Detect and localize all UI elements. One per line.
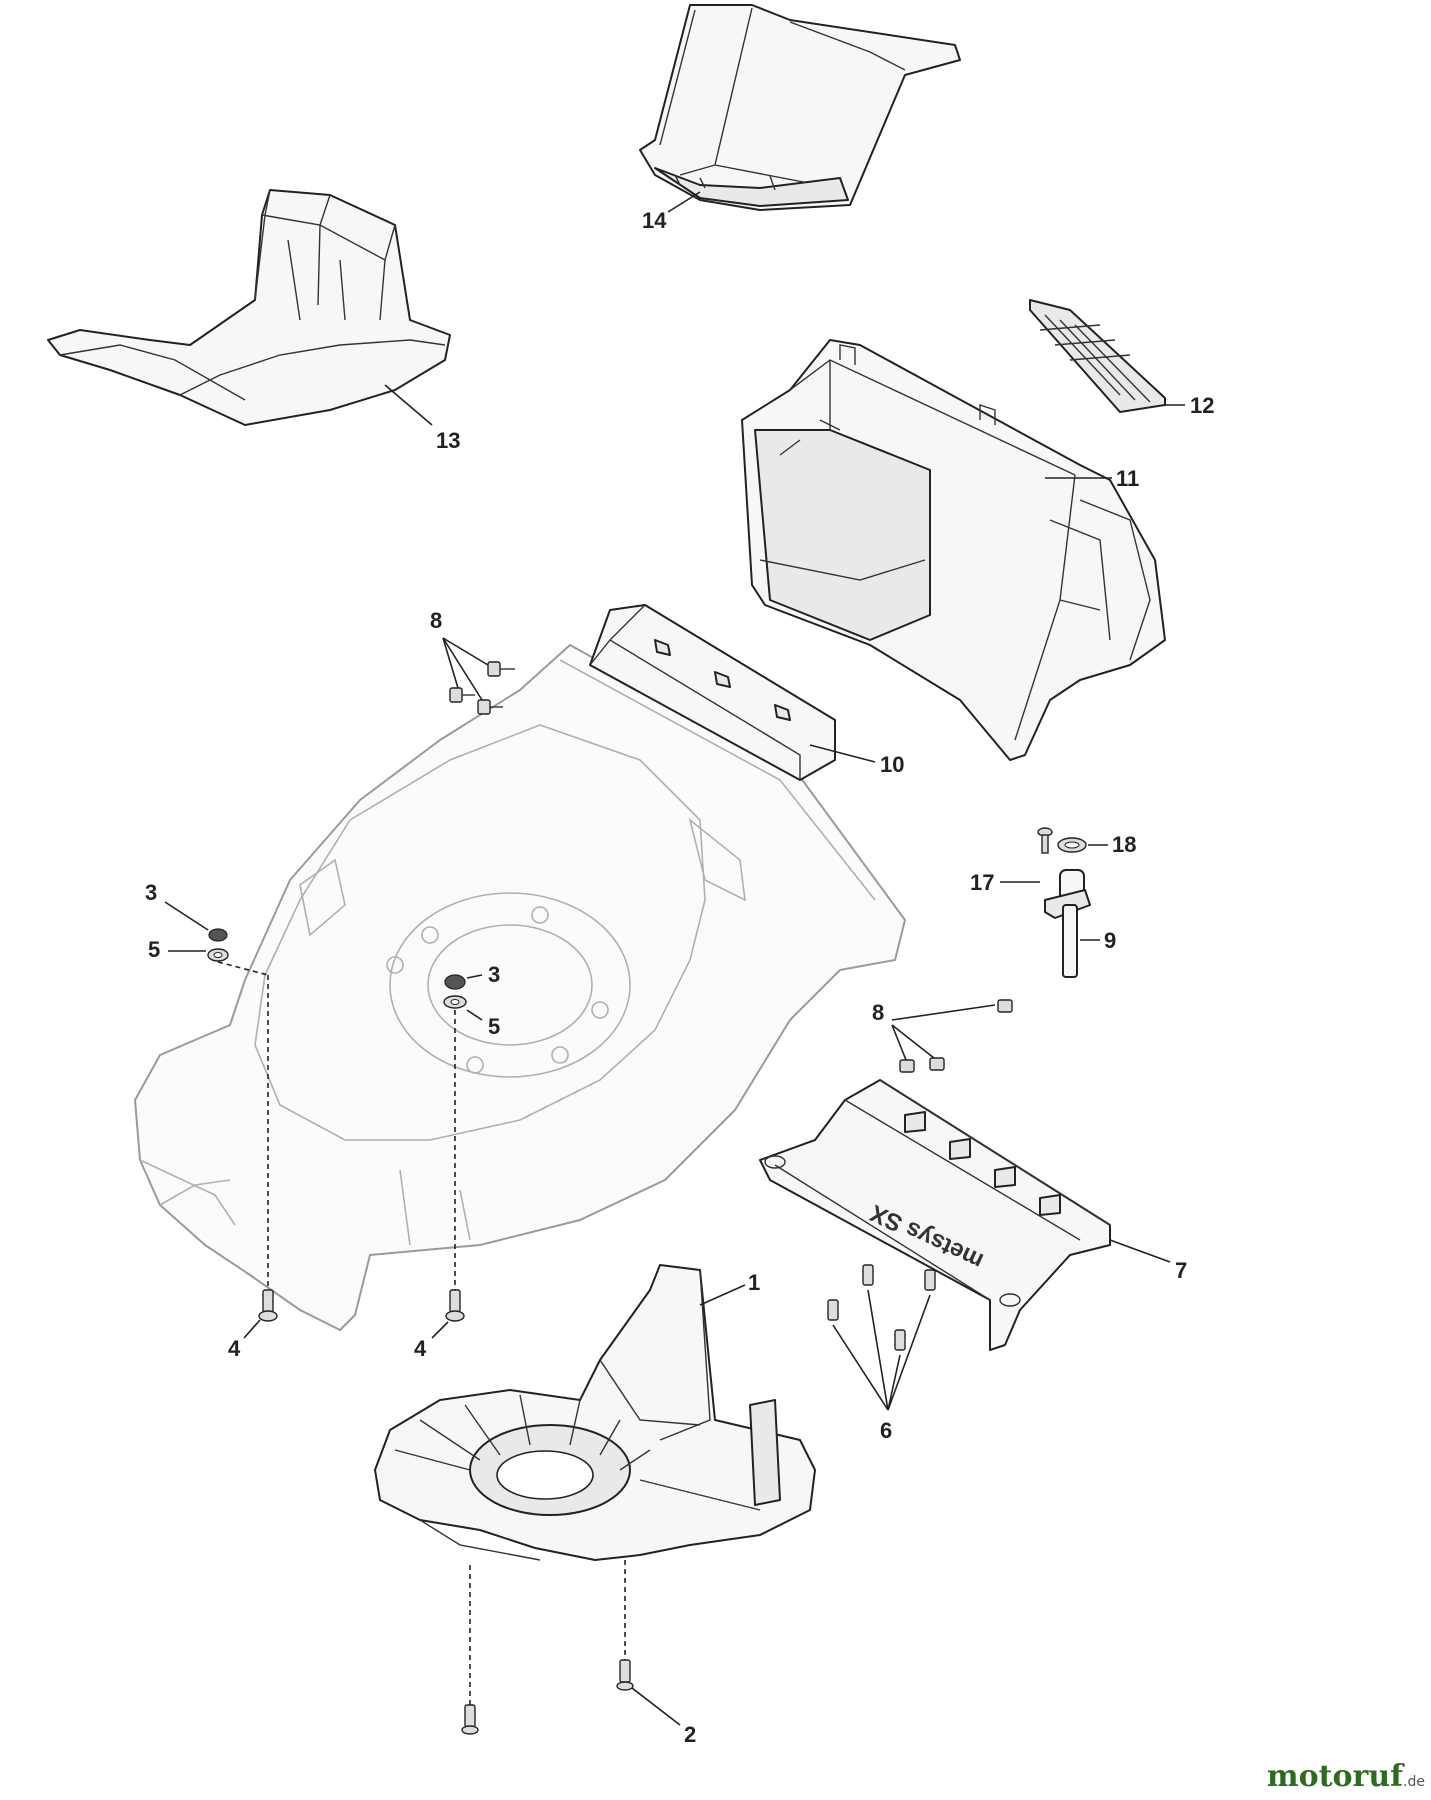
callout-13: 13 — [384, 384, 460, 453]
svg-text:11: 11 — [1116, 466, 1139, 491]
svg-text:2: 2 — [684, 1722, 696, 1747]
svg-text:3: 3 — [488, 962, 500, 987]
part-11-catcher-frame — [741, 339, 1166, 761]
part-7-underbody-plate: metsys SX — [759, 1079, 1111, 1351]
callout-8-top: 8 — [430, 608, 489, 701]
mower-housing — [134, 644, 906, 1331]
callout-8-right: 8 — [872, 1000, 996, 1061]
svg-text:18: 18 — [1112, 832, 1136, 857]
svg-text:4: 4 — [414, 1336, 427, 1361]
callout-1: 1 — [699, 1270, 760, 1306]
callout-5-left: 5 — [148, 937, 206, 962]
housing-bolt-holes — [386, 906, 609, 1074]
callout-10: 10 — [809, 744, 904, 777]
part-17-screw — [1037, 827, 1053, 854]
part-3-nut-center — [444, 974, 466, 990]
svg-text:3: 3 — [145, 880, 157, 905]
svg-text:12: 12 — [1190, 393, 1214, 418]
svg-text:7: 7 — [1175, 1258, 1187, 1283]
svg-text:17: 17 — [970, 870, 994, 895]
svg-text:8: 8 — [430, 608, 442, 633]
part-12-grille — [1029, 299, 1166, 413]
svg-text:14: 14 — [642, 208, 667, 233]
callout-7: 7 — [1109, 1239, 1187, 1283]
callout-2: 2 — [631, 1687, 696, 1747]
part-18-washer — [1057, 837, 1087, 853]
part-2-screws — [461, 1659, 634, 1735]
callout-9: 9 — [1080, 928, 1116, 953]
part-13-rear-guard — [47, 189, 451, 426]
part-9-pin — [1044, 869, 1091, 978]
part-10-cover-strip — [589, 604, 836, 781]
callout-4-center: 4 — [414, 1321, 449, 1361]
callout-18: 18 — [1088, 832, 1136, 857]
callout-6: 6 — [832, 1289, 931, 1443]
svg-text:9: 9 — [1104, 928, 1116, 953]
callout-5-center: 5 — [466, 1009, 500, 1039]
svg-text:8: 8 — [872, 1000, 884, 1025]
part-3-nut-left — [208, 928, 228, 942]
part-8-screws-right — [899, 999, 1013, 1073]
part-4-screw-center — [445, 1289, 465, 1322]
svg-text:5: 5 — [148, 937, 160, 962]
callout-11: 11 — [1045, 466, 1139, 491]
part-4-screw-left — [258, 1289, 278, 1322]
callout-3-left: 3 — [145, 880, 209, 931]
callout-4-left: 4 — [228, 1319, 261, 1361]
callout-3-center: 3 — [466, 962, 500, 987]
part-5-washer-center — [443, 995, 467, 1009]
svg-text:1: 1 — [748, 1270, 760, 1295]
part-5-washer-left — [207, 948, 229, 962]
callout-17: 17 — [970, 870, 1040, 895]
svg-text:13: 13 — [436, 428, 460, 453]
svg-text:5: 5 — [488, 1014, 500, 1039]
part-6-screws — [827, 1264, 936, 1351]
callout-12: 12 — [1165, 393, 1214, 418]
svg-text:6: 6 — [880, 1418, 892, 1443]
callout-14: 14 — [642, 191, 701, 233]
svg-text:10: 10 — [880, 752, 904, 777]
part-1-blade-housing — [374, 1264, 816, 1561]
svg-text:4: 4 — [228, 1336, 241, 1361]
part-8-screws-top — [449, 661, 515, 715]
part-14-chute — [639, 4, 961, 211]
watermark-logo: motoruf.de — [1266, 1759, 1425, 1794]
